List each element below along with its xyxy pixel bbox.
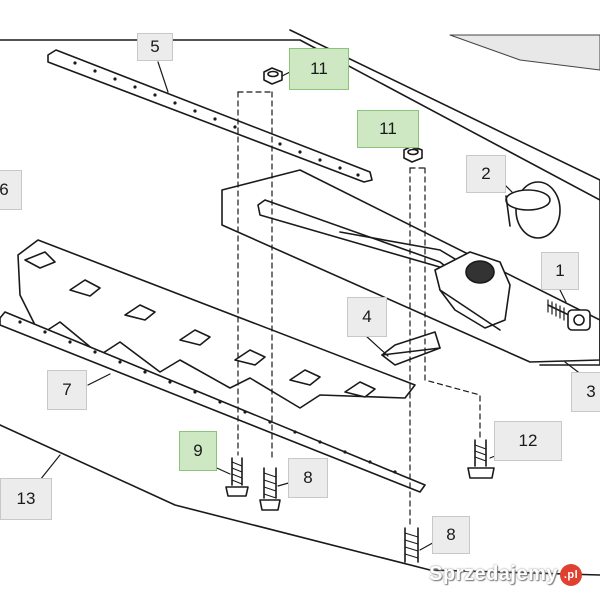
callout-2: 2 — [466, 155, 506, 193]
part-9-bolt — [225, 457, 249, 497]
part-8-bolt-a — [259, 467, 281, 511]
callout-7: 7 — [47, 370, 87, 410]
housing-plate — [289, 29, 600, 366]
knife-sections — [17, 239, 416, 409]
knife-head-clamp — [434, 251, 511, 331]
callout-12: 12 — [494, 421, 562, 461]
callout-3: 3 — [571, 372, 600, 412]
part-12-bolt — [467, 439, 495, 479]
part-11-nut-a — [263, 67, 283, 85]
callout-11-lower: 11 — [357, 110, 419, 148]
part-5-holes — [73, 61, 360, 177]
part-1-bolt — [547, 299, 591, 331]
callout-11-upper: 11 — [289, 48, 349, 90]
part-5-knife-back — [47, 49, 373, 183]
callout-5: 5 — [137, 33, 173, 61]
callout-1: 1 — [541, 252, 579, 290]
part-2-bushing — [505, 181, 561, 239]
callout-8-upper: 8 — [288, 458, 328, 498]
part-4-wear-plate — [381, 331, 441, 366]
part-7-knife-back — [0, 311, 426, 493]
frame-plate — [221, 169, 600, 363]
callout-9: 9 — [179, 431, 217, 471]
part-8-bolt-b — [404, 527, 419, 563]
callout-8-lower: 8 — [432, 516, 470, 554]
housing-outline — [0, 39, 600, 201]
callout-6: 6 — [0, 170, 22, 210]
callout-4: 4 — [347, 297, 387, 337]
base-plate — [0, 424, 600, 576]
watermark-badge-icon: .pl — [560, 563, 582, 586]
watermark: Sprzedajemy.pl — [429, 563, 582, 586]
assembly-guides — [237, 91, 481, 526]
callout-13: 13 — [0, 478, 52, 520]
part-7-holes — [18, 320, 397, 474]
top-edge-hatch — [449, 34, 600, 71]
watermark-text: Sprzedajemy — [429, 563, 558, 585]
